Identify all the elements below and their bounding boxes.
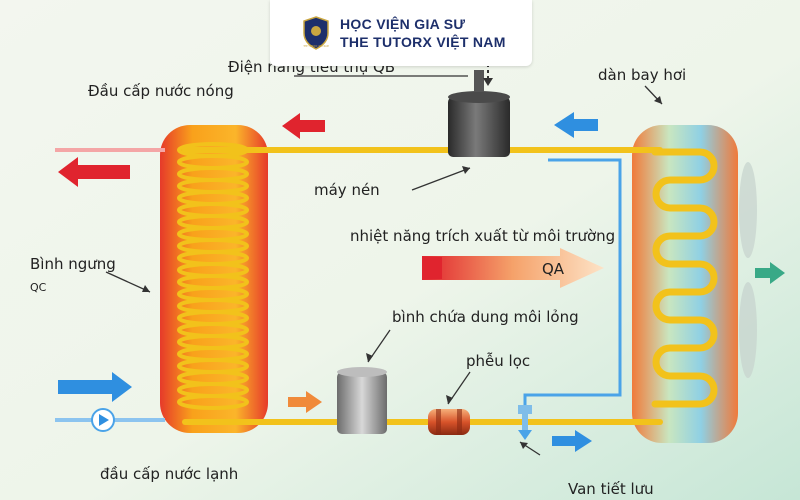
heat-from-environment-label: nhiệt năng trích xuất từ môi trường: [350, 227, 615, 245]
filter: [428, 409, 470, 435]
qc-label: QC: [30, 281, 47, 294]
evaporator-panel: [632, 125, 738, 443]
leader-arrowhead-evaporator: [654, 96, 662, 104]
leader-arrowhead-filter: [446, 395, 453, 404]
brand-line-1: HỌC VIỆN GIA SƯ: [340, 16, 466, 32]
leader-arrowhead-receiver: [366, 353, 373, 362]
expansion-valve: [518, 405, 532, 440]
leader-arrowhead-condenser: [142, 285, 150, 292]
qa-label: QA: [542, 260, 565, 278]
pump-icon: [91, 408, 115, 432]
power-input-arrowhead: [483, 78, 493, 86]
qa-arrow-tail: [422, 257, 442, 279]
evaporator-coil: [651, 148, 718, 408]
hot-water-outlet-label: Đầu cấp nước nóng: [88, 82, 234, 100]
logo-small-text: THE TUTORX VIET NAM: [303, 45, 328, 48]
cold-arrow-bottom: [552, 430, 592, 452]
filter-label: phễu lọc: [466, 352, 530, 370]
hot-arrow-top: [282, 113, 325, 139]
expansion-valve-label: Van tiết lưu: [568, 480, 654, 498]
leader-arrowhead-compressor: [462, 166, 470, 174]
evaporator-label: dàn bay hơi: [598, 66, 686, 84]
refrigerant-pipes: [182, 147, 663, 425]
shield-logo-icon: THE TUTORX VIET NAM: [303, 16, 329, 50]
condenser-tank: [160, 125, 268, 433]
liquid-receiver-label: bình chứa dung môi lỏng: [392, 308, 579, 326]
fan-airflow-arrow: [755, 262, 785, 284]
cold-arrow-inlet: [58, 372, 132, 402]
capillary-line: [523, 158, 622, 405]
compressor: [448, 70, 510, 157]
liquid-receiver: [337, 367, 387, 434]
leader-arrowhead-valve: [520, 442, 528, 449]
condenser-label: Bình ngưng: [30, 255, 116, 273]
fan: [739, 162, 757, 378]
condenser-coil: [177, 142, 249, 410]
flow-arrow-receiver: [288, 391, 322, 413]
compressor-label: máy nén: [314, 181, 380, 199]
brand-line-2: THE TUTORX VIỆT NAM: [340, 34, 506, 50]
cold-water-inlet-label: đầu cấp nước lạnh: [100, 465, 238, 483]
qa-arrow: [422, 248, 604, 288]
brand-banner: THE TUTORX VIET NAM HỌC VIỆN GIA SƯ THE …: [270, 0, 532, 66]
cold-arrow-top-right: [554, 112, 598, 138]
hot-arrow-outlet: [58, 157, 130, 187]
